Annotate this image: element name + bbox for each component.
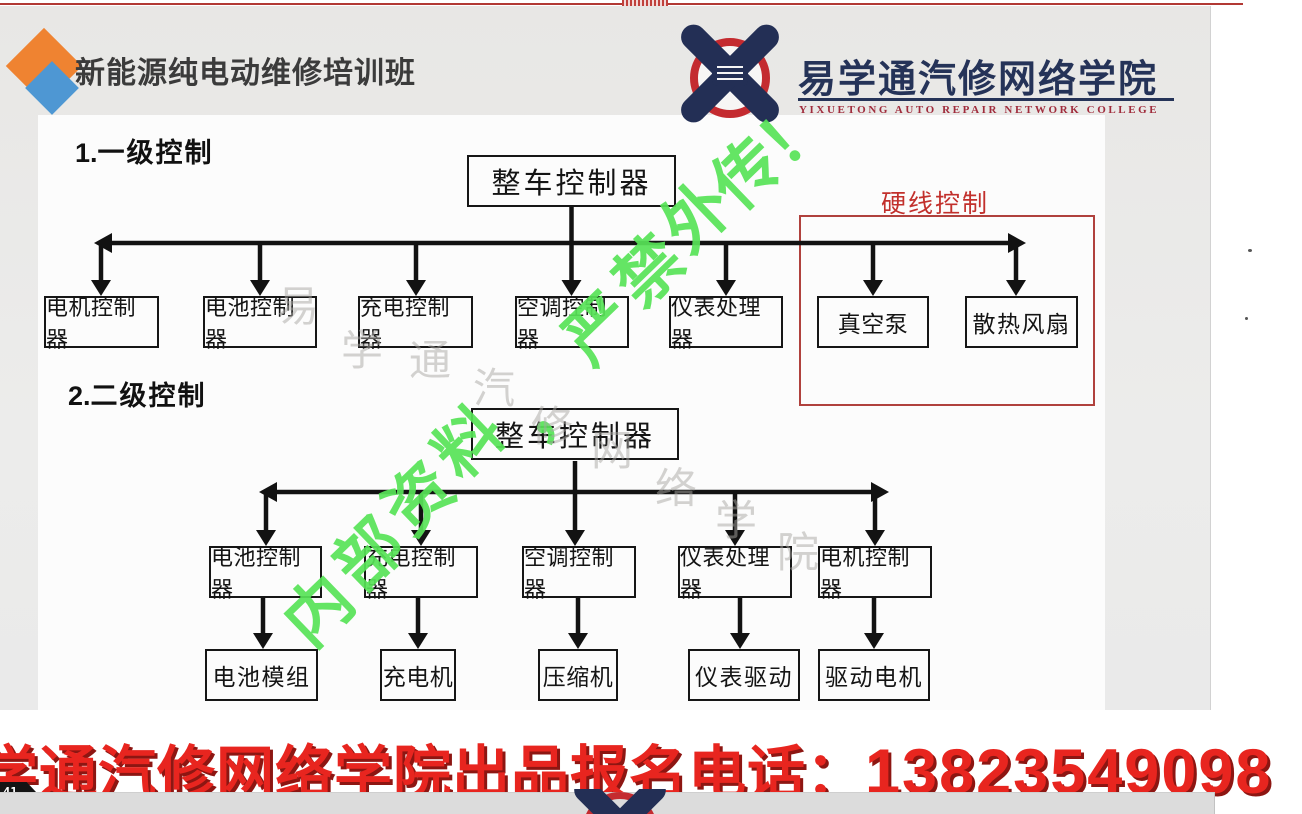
diagram1-child-box: 空调控制器 [515, 295, 629, 352]
diagram2-heading: 2.二级控制 [68, 374, 207, 413]
diagram1-heading-number: 1. [75, 138, 98, 168]
watermark-char: 网 [591, 429, 634, 475]
hardwire-control-label: 硬线控制 [880, 191, 989, 218]
watermark-char: 院 [777, 531, 820, 577]
speck [1245, 317, 1248, 320]
player-progress-bar[interactable] [0, 3, 1243, 5]
player-progress-marker[interactable] [622, 0, 668, 9]
diagram2-child-box: 电机控制器 [818, 545, 932, 602]
watermark-char: 修 [531, 405, 574, 451]
diagram2-leaf-box: 充电机 [380, 649, 456, 701]
speck [1248, 249, 1252, 252]
next-slide-logo-partial [548, 789, 698, 814]
diagram1-child-box: 散热风扇 [965, 296, 1078, 348]
watermark-char: 学 [715, 499, 758, 545]
diagram2-child-box: 仪表处理器 [678, 545, 792, 602]
diagram2-child-box: 充电控制器 [364, 545, 478, 602]
watermark-char: 络 [655, 467, 698, 513]
diagram2-child-box: 空调控制器 [522, 545, 636, 602]
watermark-char: 学 [341, 329, 384, 375]
hardwire-control-frame [799, 215, 1095, 406]
diagram1-child-box: 充电控制器 [358, 295, 473, 352]
slide-header-title: 新能源纯电动维修培训班 [75, 57, 416, 90]
diagram2-leaf-box: 压缩机 [538, 649, 618, 701]
watermark-char: 易 [277, 285, 320, 331]
diagram2-heading-number: 2. [68, 381, 91, 411]
diagram1-child-box: 电池控制器 [203, 295, 317, 352]
diagram2-leaf-box: 驱动电机 [818, 649, 930, 701]
diagram1-heading: 1.一级控制 [75, 131, 214, 170]
diagram1-child-box: 电机控制器 [44, 295, 159, 352]
diagram2-root-box: 整车控制器 [471, 408, 679, 460]
diagram2-heading-text: 二级控制 [90, 381, 207, 411]
brand-name-en: YIXUETONG AUTO REPAIR NETWORK COLLEGE [799, 104, 1160, 116]
brand-name-cn: 易学通汽修网络学院 [798, 59, 1159, 101]
watermark-char: 汽 [473, 367, 516, 413]
diagram1-child-box: 仪表处理器 [669, 295, 783, 352]
license-plate-icon [712, 62, 748, 86]
brand-underline [798, 98, 1174, 101]
diagram2-child-box: 电池控制器 [209, 545, 322, 602]
diagram1-child-box: 真空泵 [817, 296, 929, 348]
diagram2-leaf-box: 电池模组 [205, 649, 318, 701]
diagram2-leaf-box: 仪表驱动 [688, 649, 800, 701]
diagram1-root-box: 整车控制器 [467, 155, 676, 207]
watermark-char: 通 [409, 339, 452, 385]
diagram1-heading-text: 一级控制 [97, 138, 214, 168]
